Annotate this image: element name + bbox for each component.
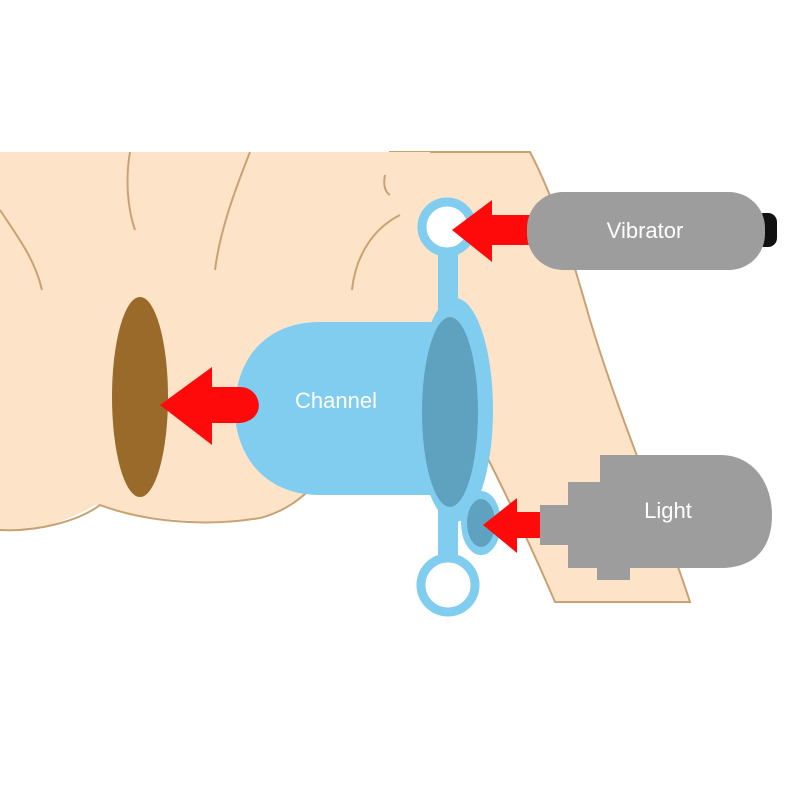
vibrator-label: Vibrator xyxy=(607,218,684,243)
light-port xyxy=(467,499,495,547)
channel-cup xyxy=(235,322,440,495)
bottom-ring xyxy=(416,553,480,617)
crease-4 xyxy=(351,214,401,291)
crease-3 xyxy=(0,209,43,291)
vibrator-body xyxy=(527,192,765,270)
light-label: Light xyxy=(644,498,692,523)
device: Channel xyxy=(235,197,501,617)
vibrator: Vibrator xyxy=(527,192,777,270)
light: Light xyxy=(540,455,772,580)
light-body xyxy=(540,455,772,580)
channel-arrow xyxy=(160,367,259,445)
vibrator-arrow xyxy=(452,200,530,262)
flange-inner xyxy=(422,317,478,507)
crease-2 xyxy=(214,151,251,271)
channel-label: Channel xyxy=(295,388,377,413)
crease-1 xyxy=(126,151,136,231)
light-arrow xyxy=(483,498,545,553)
crease-5 xyxy=(383,174,391,196)
target-area xyxy=(112,297,168,497)
